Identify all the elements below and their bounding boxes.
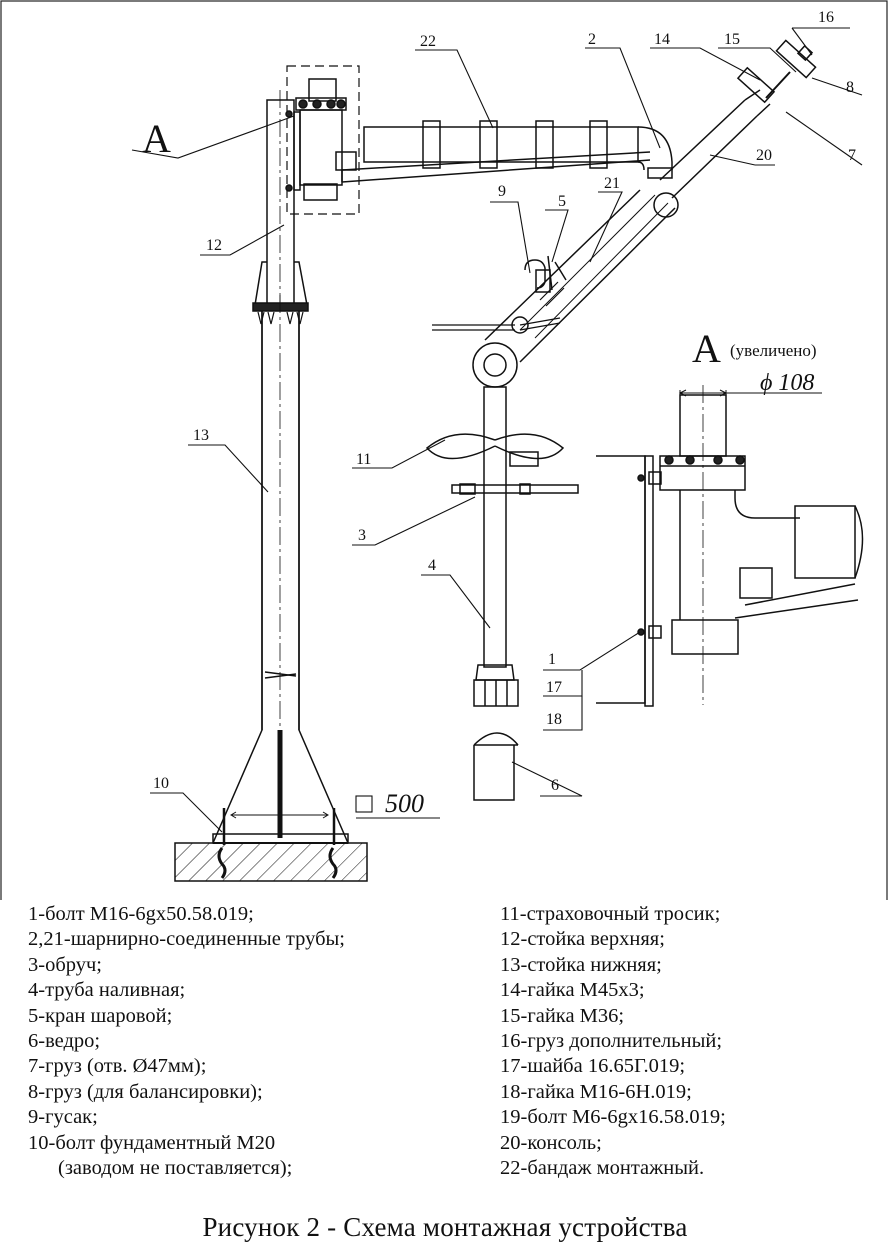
callout-22: 22 [420,33,436,50]
callout-2: 2 [588,31,596,48]
callout-20: 20 [756,147,772,164]
callout-8: 8 [846,79,854,96]
legend-item: (заводом не поставляется); [58,1157,293,1180]
legend-item: 6-ведро; [28,1030,101,1053]
legend-left: 1-болт М16-6gх50.58.019; 2,21-шарнирно-со… [28,902,345,1181]
base-size-dimension: 500 [385,789,424,818]
diameter-dimension: ϕ 108 [760,370,814,396]
legend-item: 2,21-шарнирно-соединенные трубы; [28,928,345,951]
leader-lines [131,27,863,833]
gooseneck-valve [524,255,567,293]
legend-item: 1-болт М16-6gх50.58.019; [28,903,254,925]
section-mark-a: А [142,116,171,161]
legend-item: 5-кран шаровой; [28,1004,173,1027]
legend-item: 16-груз дополнительный; [500,1030,723,1053]
legend-right: 11-страховочный тросик; 12-стойка верхняя… [500,902,726,1181]
figure-caption: Рисунок 2 - Схема монтажная устройства [202,1212,688,1242]
callout-1: 1 [548,651,556,668]
legend-item: 10-болт фундаментный М20 [28,1131,276,1154]
foundation [174,842,368,882]
bucket [473,732,519,801]
callout-13: 13 [193,427,209,444]
inclined-pipe [432,39,817,388]
head-node [285,65,360,215]
drawing-frame [0,0,888,900]
legend-item: 20-консоль; [500,1131,602,1154]
callout-4: 4 [428,557,436,574]
detail-title-a: А [692,326,721,371]
callout-5: 5 [558,193,566,210]
callout-12: 12 [206,237,222,254]
filling-pipe [425,386,579,707]
legend-item: 15-гайка М36; [500,1004,625,1027]
callout-7: 7 [848,147,856,164]
legend-item: 7-груз (отв. Ø47мм); [28,1055,207,1078]
callout-11: 11 [356,451,371,468]
horizontal-arm [341,120,673,183]
callout-14: 14 [654,31,670,48]
lower-stand [212,295,349,845]
legend-item: 9-гусак; [28,1106,98,1129]
detail-note: (увеличено) [730,341,817,360]
legend-item: 8-груз (для балансировки); [28,1080,263,1103]
legend-item: 22-бандаж монтажный. [500,1157,705,1180]
callout-15: 15 [724,31,740,48]
callout-6: 6 [551,777,559,794]
legend-item: 14-гайка М45х3; [500,979,645,1002]
upper-stand [252,90,309,325]
legend-item: 13-стойка нижняя; [500,953,662,976]
callout-labels: 16 15 14 2 22 8 7 20 9 21 5 12 13 11 3 4… [153,9,856,794]
legend-item: 17-шайба 16.65Г.019; [500,1055,686,1078]
callout-16: 16 [818,9,834,26]
callout-21: 21 [604,175,620,192]
legend-item: 3-обруч; [28,953,102,976]
detail-view-a [596,385,864,707]
assembly-drawing: 16 15 14 2 22 8 7 20 9 21 5 12 13 11 3 4… [0,0,888,900]
callout-10: 10 [153,775,169,792]
legend-item: 11-страховочный тросик; [500,903,721,925]
legend-item: 18-гайка М16-6Н.019; [500,1080,692,1103]
callout-18: 18 [546,711,562,728]
legend-item: 12-стойка верхняя; [500,928,665,951]
legend-item: 19-болт М6-6gх16.58.019; [500,1106,726,1129]
callout-3: 3 [358,527,366,544]
callout-9: 9 [498,183,506,200]
callout-17: 17 [546,679,562,696]
legend-item: 4-труба наливная; [28,979,186,1002]
